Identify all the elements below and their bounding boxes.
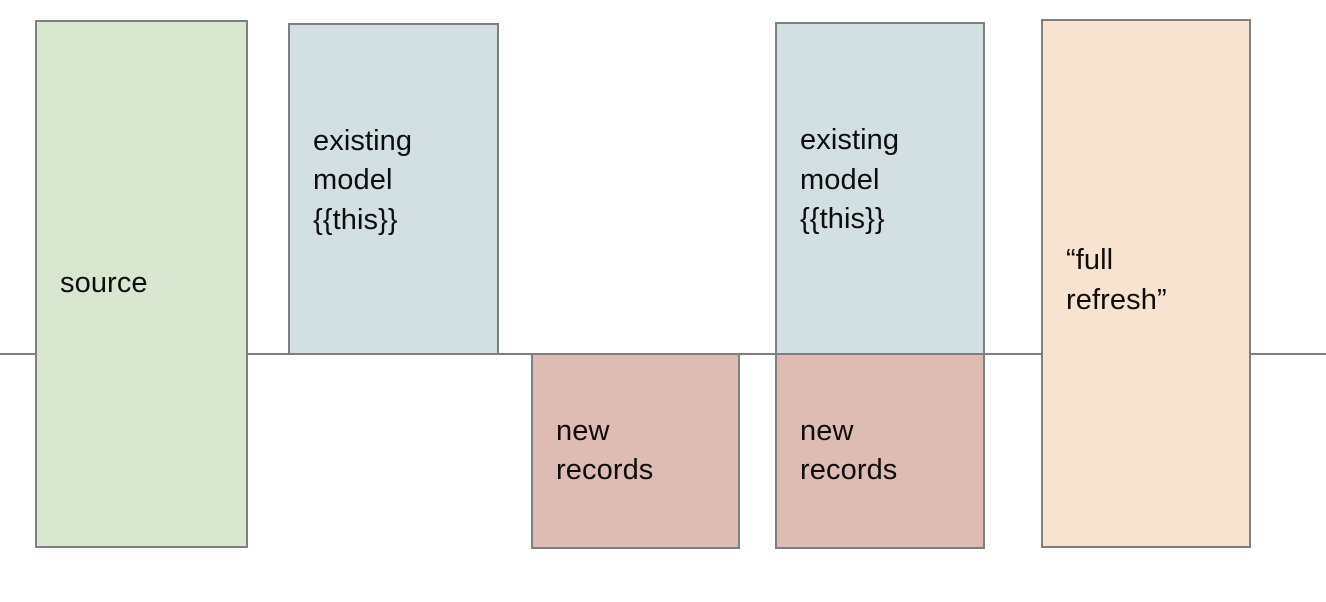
block-new-records-first-label: new records	[556, 414, 654, 486]
block-existing-model-second[interactable]: existing model {{this}}	[775, 22, 985, 355]
block-existing-model-first[interactable]: existing model {{this}}	[288, 23, 499, 355]
block-existing-model-first-label: existing model {{this}}	[313, 124, 413, 236]
block-full-refresh[interactable]: “full refresh”	[1041, 19, 1251, 548]
block-source-label: source	[60, 267, 148, 300]
block-new-records-second[interactable]: new records	[775, 353, 985, 549]
block-new-records-first[interactable]: new records	[531, 353, 740, 549]
block-source[interactable]: source	[35, 20, 248, 548]
block-existing-model-second-label: existing model {{this}}	[800, 124, 900, 236]
block-new-records-second-label: new records	[800, 414, 898, 486]
block-full-refresh-label: “full refresh”	[1066, 244, 1167, 316]
